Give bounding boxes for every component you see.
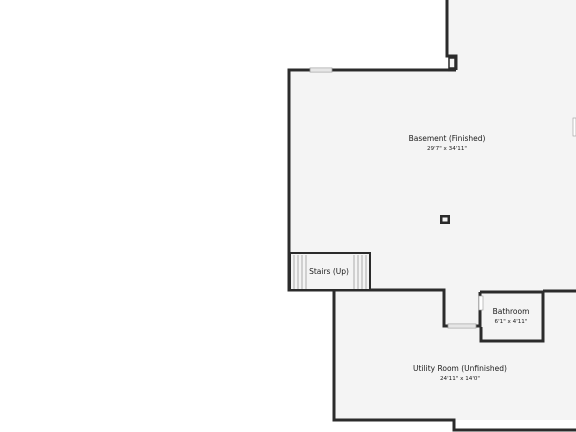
- wall-basement-utility: [334, 288, 448, 328]
- bathroom-label: Bathroom 6'1" x 4'11": [493, 307, 530, 325]
- stairs: [289, 252, 371, 291]
- column-notch: [448, 57, 456, 69]
- stairs-name: Stairs (Up): [309, 267, 349, 276]
- bathroom-name: Bathroom: [493, 307, 530, 316]
- utility-name: Utility Room (Unfinished): [413, 364, 507, 373]
- basement-dimensions: 29'7" x 34'11": [427, 146, 467, 152]
- bathroom-floor: [482, 292, 542, 340]
- utility-dimensions: 24'11" x 14'0": [440, 376, 480, 382]
- utility-label: Utility Room (Unfinished) 24'11" x 14'0": [413, 364, 507, 382]
- floor-drain: [440, 215, 450, 224]
- door-opening-utility: [447, 323, 477, 329]
- bathroom-door: [478, 295, 484, 311]
- floor-fills: [290, 0, 576, 420]
- window-right-edge: [572, 117, 576, 137]
- utility-notch-floor: [446, 290, 480, 326]
- bathroom-dimensions: 6'1" x 4'11": [495, 319, 528, 325]
- wall-utility: [332, 290, 576, 432]
- basement-name: Basement (Finished): [409, 134, 486, 143]
- basement-label: Basement (Finished) 29'7" x 34'11": [409, 134, 486, 152]
- wall-bathroom: [479, 290, 545, 343]
- stair-treads: [293, 255, 367, 289]
- upper-extension-floor: [448, 0, 576, 72]
- stairs-outline: [289, 252, 371, 291]
- wall-upper-extension: [445, 0, 458, 70]
- window-top: [309, 67, 333, 73]
